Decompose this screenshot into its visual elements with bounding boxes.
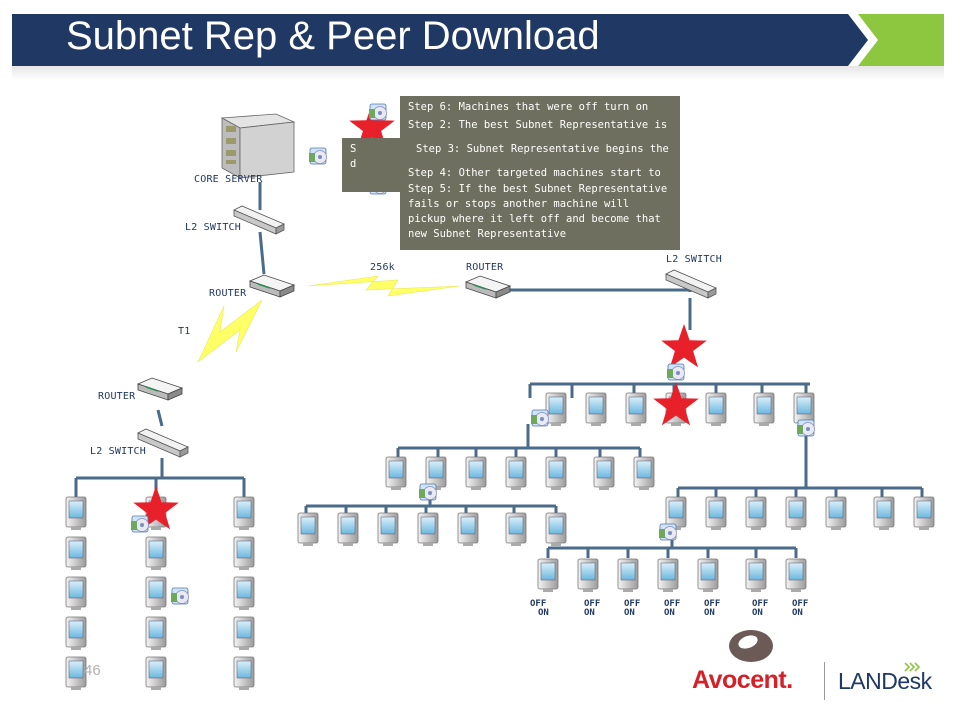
step6-box: Step 6: Machines that were off turn on bbox=[400, 96, 680, 116]
title-shadow bbox=[12, 66, 944, 80]
core-server-icon bbox=[220, 113, 296, 179]
step1-fragment: S bbox=[350, 143, 357, 155]
router-left-icon bbox=[137, 377, 183, 401]
router-left-label: ROUTER bbox=[98, 391, 136, 402]
l2-switch-right-label: L2 SWITCH bbox=[666, 254, 722, 265]
step5-text: Step 5: If the best Subnet Representativ… bbox=[408, 183, 668, 240]
l2-switch-top-label: L2 SWITCH bbox=[185, 222, 241, 233]
page-number: 46 bbox=[84, 662, 101, 679]
step3-box: Step 3: Subnet Representative begins the bbox=[400, 138, 680, 160]
step4-text: Step 4: Other targeted machines start to bbox=[408, 167, 661, 179]
page-title: Subnet Rep & Peer Download bbox=[66, 14, 600, 58]
step6-text: Step 6: Machines that were off turn on bbox=[408, 101, 649, 113]
landesk-chevrons-icon bbox=[904, 662, 920, 672]
title-bar bbox=[12, 14, 868, 66]
l2-switch-left-label: L2 SWITCH bbox=[90, 446, 146, 457]
router-center-label: ROUTER bbox=[209, 288, 247, 299]
avocent-logo-icon bbox=[729, 630, 773, 662]
landesk-logo-text: LANDesk bbox=[838, 668, 932, 694]
avocent-logo-text: Avocent. bbox=[692, 666, 793, 694]
router-right-label: ROUTER bbox=[466, 262, 504, 273]
wan-link-256k bbox=[307, 275, 461, 297]
l2-switch-top-icon bbox=[233, 205, 285, 235]
step3-text: Step 3: Subnet Representative begins the bbox=[416, 143, 669, 155]
title-bar-shape bbox=[12, 14, 868, 66]
step2-text: Step 2: The best Subnet Representative i… bbox=[408, 119, 668, 131]
router-center-icon bbox=[249, 274, 295, 298]
subnet-rep-star-icon bbox=[661, 324, 707, 368]
link-t1-label: T1 bbox=[178, 326, 191, 337]
router-right-icon bbox=[465, 275, 511, 299]
core-server-label: CORE SERVER bbox=[194, 174, 263, 185]
step2-box: Step 2: The best Subnet Representative i… bbox=[400, 114, 680, 138]
wan-link-t1 bbox=[197, 299, 263, 363]
step5-box: Step 5: If the best Subnet Representativ… bbox=[400, 178, 680, 250]
link-256k-label: 256k bbox=[370, 262, 395, 273]
chevron-arrow-icon bbox=[858, 14, 944, 66]
subnet-right-computers bbox=[297, 392, 935, 593]
step1-fragment2: d bbox=[350, 158, 357, 170]
step4-box: Step 4: Other targeted machines start to bbox=[400, 160, 680, 180]
logo-divider bbox=[824, 662, 825, 700]
l2-switch-right-icon bbox=[665, 269, 717, 299]
